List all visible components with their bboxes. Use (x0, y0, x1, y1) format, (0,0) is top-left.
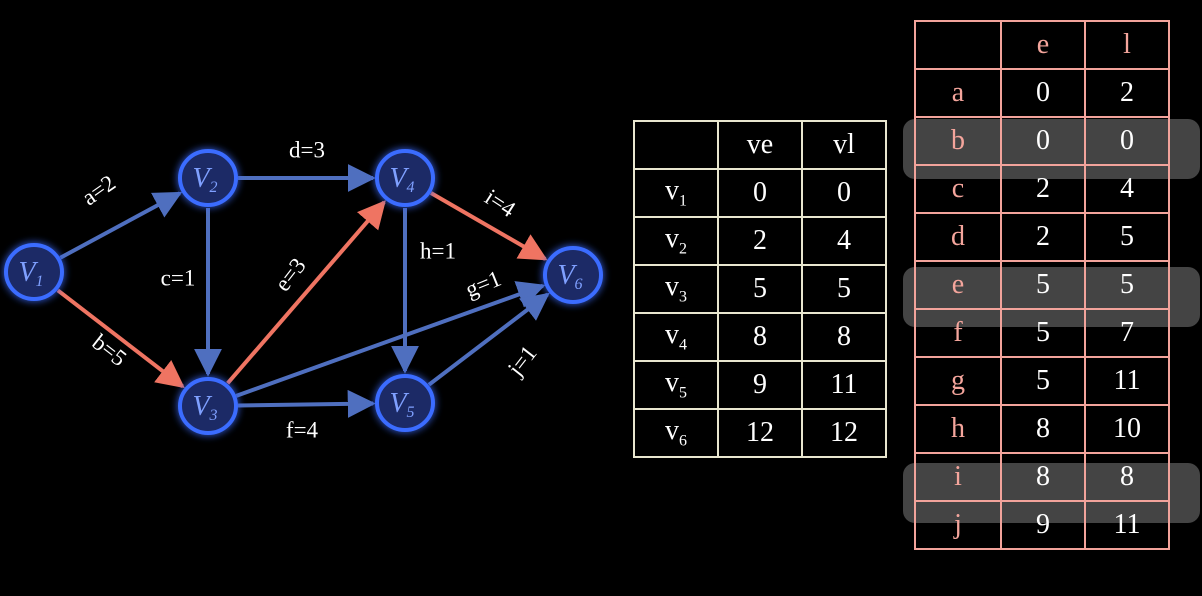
edge-name: e (914, 260, 1002, 310)
edge-l: 4 (1084, 164, 1170, 214)
edge-l: 10 (1084, 404, 1170, 454)
vertex-ve: 8 (717, 312, 803, 362)
node-v6: V6 (543, 246, 603, 304)
edge-l: 8 (1084, 452, 1170, 502)
vertex-ve: 2 (717, 216, 803, 266)
edge-e: 0 (1000, 116, 1086, 166)
node-v2: V2 (178, 149, 238, 207)
vertex-header-blank (633, 120, 719, 170)
edge-e: 5 (1000, 356, 1086, 406)
edge-e-critical (226, 200, 386, 385)
vertex-name: v5 (633, 360, 719, 410)
vertex-vl: 4 (801, 216, 887, 266)
edge-table-header: e l (914, 20, 1170, 70)
edge-name: c (914, 164, 1002, 214)
edge-label-d: d=3 (289, 137, 325, 162)
vertex-name: v1 (633, 168, 719, 218)
edge-label-g: g=1 (462, 266, 505, 303)
edge-name: d (914, 212, 1002, 262)
vertex-vl: 11 (801, 360, 887, 410)
edge-e: 5 (1000, 260, 1086, 310)
edge-e: 9 (1000, 500, 1086, 550)
edge-e: 0 (1000, 68, 1086, 118)
vertex-vl: 8 (801, 312, 887, 362)
vertex-ve: 9 (717, 360, 803, 410)
node-v4: V4 (375, 149, 435, 207)
edge-label-j: j=1 (502, 341, 541, 382)
vertex-ve: 5 (717, 264, 803, 314)
vertex-name: v4 (633, 312, 719, 362)
edge-label-f: f=4 (286, 417, 319, 442)
edge-l: 11 (1084, 356, 1170, 406)
edge-i-critical (429, 191, 548, 261)
vertex-header-vl: vl (801, 120, 887, 170)
edge-name: b (914, 116, 1002, 166)
vertex-vl: 5 (801, 264, 887, 314)
vertex-ve: 0 (717, 168, 803, 218)
vertex-name: v3 (633, 264, 719, 314)
edge-label-e: e=3 (270, 253, 311, 296)
edge-header-l: l (1084, 20, 1170, 70)
edge-a (59, 191, 183, 260)
edge-l: 11 (1084, 500, 1170, 550)
edge-e: 8 (1000, 452, 1086, 502)
vertex-ve: 12 (717, 408, 803, 458)
edge-header-e: e (1000, 20, 1086, 70)
edge-l: 0 (1084, 116, 1170, 166)
edge-name: i (914, 452, 1002, 502)
edge-label-h: h=1 (420, 238, 456, 263)
vertex-table-header: ve vl (633, 120, 887, 170)
edge-f (237, 389, 376, 418)
vertex-vl: 12 (801, 408, 887, 458)
edge-j (427, 292, 550, 387)
edge-e: 2 (1000, 164, 1086, 214)
edge-name: h (914, 404, 1002, 454)
edge-g (235, 281, 546, 398)
edge-l: 7 (1084, 308, 1170, 358)
edge-label-a: a=2 (77, 170, 120, 210)
edge-name: f (914, 308, 1002, 358)
edge-name: j (914, 500, 1002, 550)
edge-l: 5 (1084, 212, 1170, 262)
edge-name: g (914, 356, 1002, 406)
edge-l: 2 (1084, 68, 1170, 118)
node-v3: V3 (178, 377, 238, 435)
vertex-header-ve: ve (717, 120, 803, 170)
vertex-name: v2 (633, 216, 719, 266)
edge-b-critical (56, 288, 185, 389)
node-v5: V5 (375, 374, 435, 432)
edge-label-b: b=5 (87, 329, 131, 371)
edge-name: a (914, 68, 1002, 118)
edge-e: 5 (1000, 308, 1086, 358)
edge-l: 5 (1084, 260, 1170, 310)
edge-e: 2 (1000, 212, 1086, 262)
vertex-vl: 0 (801, 168, 887, 218)
edge-label-i: i=4 (480, 184, 520, 222)
edge-header-blank (914, 20, 1002, 70)
edge-label-c: c=1 (161, 265, 196, 290)
node-v1: V1 (4, 243, 64, 301)
edge-e: 8 (1000, 404, 1086, 454)
vertex-name: v6 (633, 408, 719, 458)
